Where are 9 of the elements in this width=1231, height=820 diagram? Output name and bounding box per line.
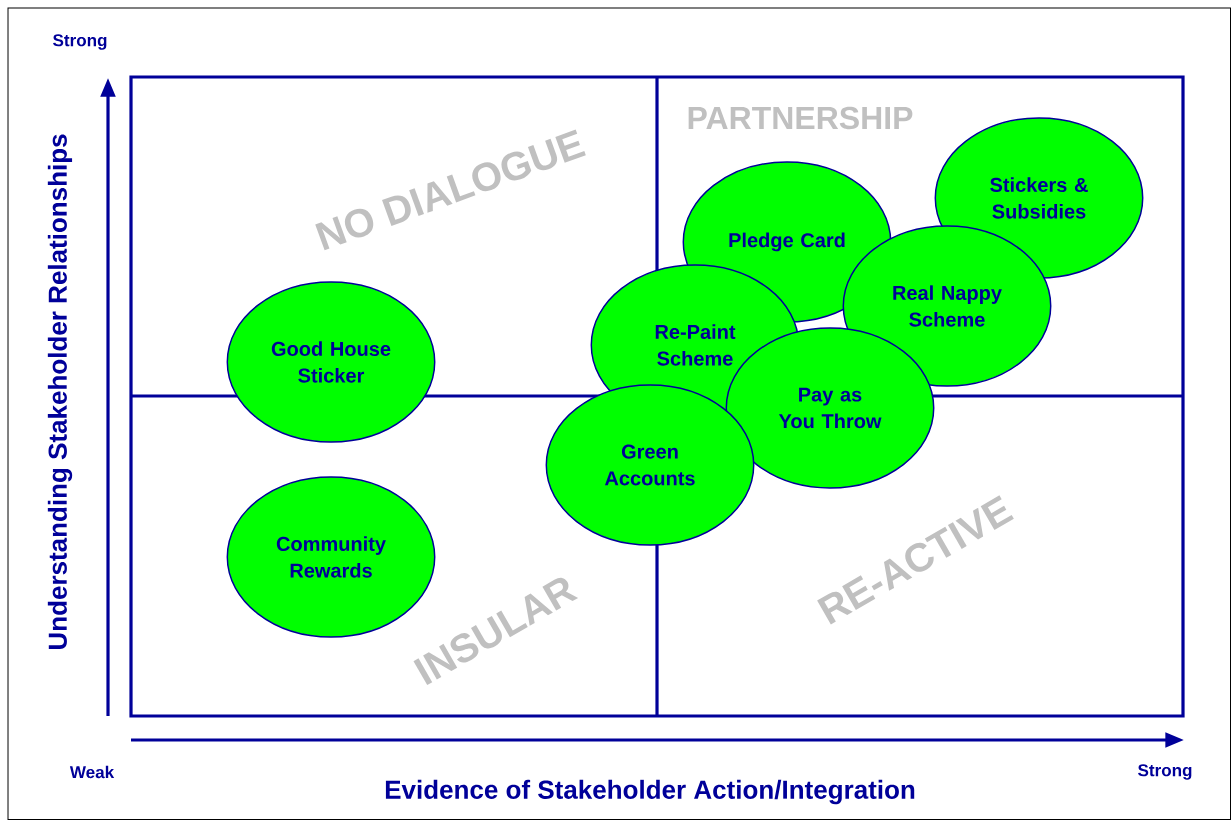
bubble: Community Rewards xyxy=(226,476,436,638)
bubble: Green Accounts xyxy=(545,384,755,546)
bubble: Good House Sticker xyxy=(226,281,436,443)
axis-title: Understanding Stakeholder Relationships xyxy=(47,134,73,649)
axis-end-label: Strong xyxy=(1138,764,1192,780)
axis-title: Evidence of Stakeholder Action/Integration xyxy=(385,779,915,805)
axis-end-label: Strong xyxy=(53,34,107,50)
quadrant-label: PARTNERSHIP xyxy=(688,106,913,130)
axis-end-label: Weak xyxy=(69,765,115,779)
